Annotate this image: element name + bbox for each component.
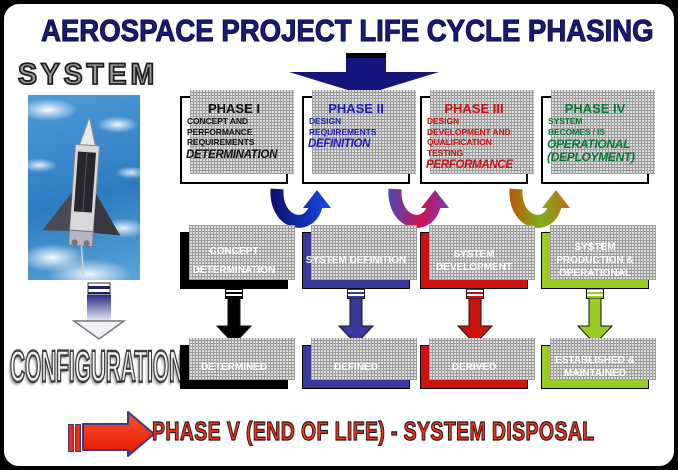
cycle-arrow-3-icon — [509, 188, 570, 228]
phase-1-keyword: DETERMINATION — [186, 148, 278, 161]
process-box-system-definition: SYSTEM DEFINITION — [302, 225, 417, 289]
phase-3-line: DESIGN — [427, 116, 459, 126]
process-box-concept-determination: CONCEPT DETERMINATION — [180, 225, 295, 289]
process-box-label: SYSTEM DEFINITION — [305, 255, 407, 266]
phase-4-line: SYSTEM — [548, 116, 583, 126]
phase-3-line: TESTING — [427, 147, 464, 158]
phase-3-title: PHASE III — [444, 101, 504, 116]
phase-1-line: CONCEPT AND — [187, 116, 248, 126]
state-box-defined: DEFINED — [302, 338, 417, 389]
process-box-label: SYSTEM PRODUCTION & OPERATIONAL — [556, 242, 634, 279]
state-box-label: ESTABLISHED & MAINTAINED — [555, 355, 635, 379]
phase-3-line: QUALIFICATION — [427, 137, 492, 147]
cycle-arrow-1-icon — [270, 188, 331, 228]
phase-1-line: PERFORMANCE — [187, 126, 253, 137]
phase-2-line: DESIGN — [309, 116, 341, 126]
phase-3-line: DEVELOPMENT AND — [427, 126, 511, 137]
state-box-label: DETERMINED — [200, 361, 268, 373]
banner-stripe-bar — [68, 424, 74, 452]
process-box-label: SYSTEM DEVELOPMENT — [435, 248, 513, 273]
phase-v-banner-text: PHASE V (END OF LIFE) - SYSTEM DISPOSAL — [152, 415, 595, 446]
phase-4-line: BECOMES / IS — [548, 126, 605, 137]
down-arrow-red-icon — [456, 298, 494, 345]
phase-box-3: PHASE III DESIGN DEVELOPMENT AND QUALIFI… — [420, 90, 534, 184]
down-arrow-black-icon — [215, 298, 253, 345]
phase-4-keyword: OPERATIONAL (DEPLOYMENT) — [547, 137, 635, 164]
phase-3-keyword: PERFORMANCE — [426, 159, 513, 171]
state-box-derived: DERIVED — [420, 338, 535, 389]
page-title: AEROSPACE PROJECT LIFE CYCLE PHASING — [40, 13, 655, 49]
cycle-arrow-2-icon — [388, 188, 449, 228]
down-arrow-blue-icon — [337, 298, 375, 345]
state-box-determined: DETERMINED — [180, 338, 295, 389]
state-box-established-maintained: ESTABLISHED & MAINTAINED — [541, 338, 656, 389]
state-box-label: DERIVED — [451, 361, 497, 373]
phase-2-title: PHASE II — [328, 101, 384, 116]
process-box-system-development: SYSTEM DEVELOPMENT — [420, 225, 535, 289]
down-arrow-green-icon — [576, 298, 614, 345]
phase-2-keyword: DEFINITION — [308, 138, 371, 150]
configuration-label: CONFIGURATION — [9, 339, 185, 393]
phase-4-title: PHASE IV — [564, 101, 626, 116]
phase-1-title: PHASE I — [207, 101, 260, 116]
system-label: SYSTEM — [17, 57, 158, 92]
phase-box-2: PHASE II DESIGN REQUIREMENTS DEFINITION — [302, 90, 416, 184]
phase-box-4: PHASE IV SYSTEM BECOMES / IS OPERATIONAL… — [541, 90, 655, 184]
state-box-label: DEFINED — [334, 361, 378, 373]
configuration-arrow-icon — [71, 282, 127, 340]
process-box-system-production-operational: SYSTEM PRODUCTION & OPERATIONAL — [541, 225, 656, 289]
phase-2-line: REQUIREMENTS — [309, 126, 377, 137]
phase-v-arrow-icon — [82, 411, 155, 457]
phase-1-line: REQUIREMENTS — [187, 137, 255, 147]
shuttle-graphic — [42, 115, 121, 276]
phase-box-1: PHASE I CONCEPT AND PERFORMANCE REQUIREM… — [180, 90, 294, 184]
process-box-label: CONCEPT DETERMINATION — [192, 245, 276, 276]
space-shuttle-photo — [28, 95, 140, 280]
banner-stripe-bar — [75, 424, 81, 452]
big-down-arrow-icon — [289, 53, 439, 95]
